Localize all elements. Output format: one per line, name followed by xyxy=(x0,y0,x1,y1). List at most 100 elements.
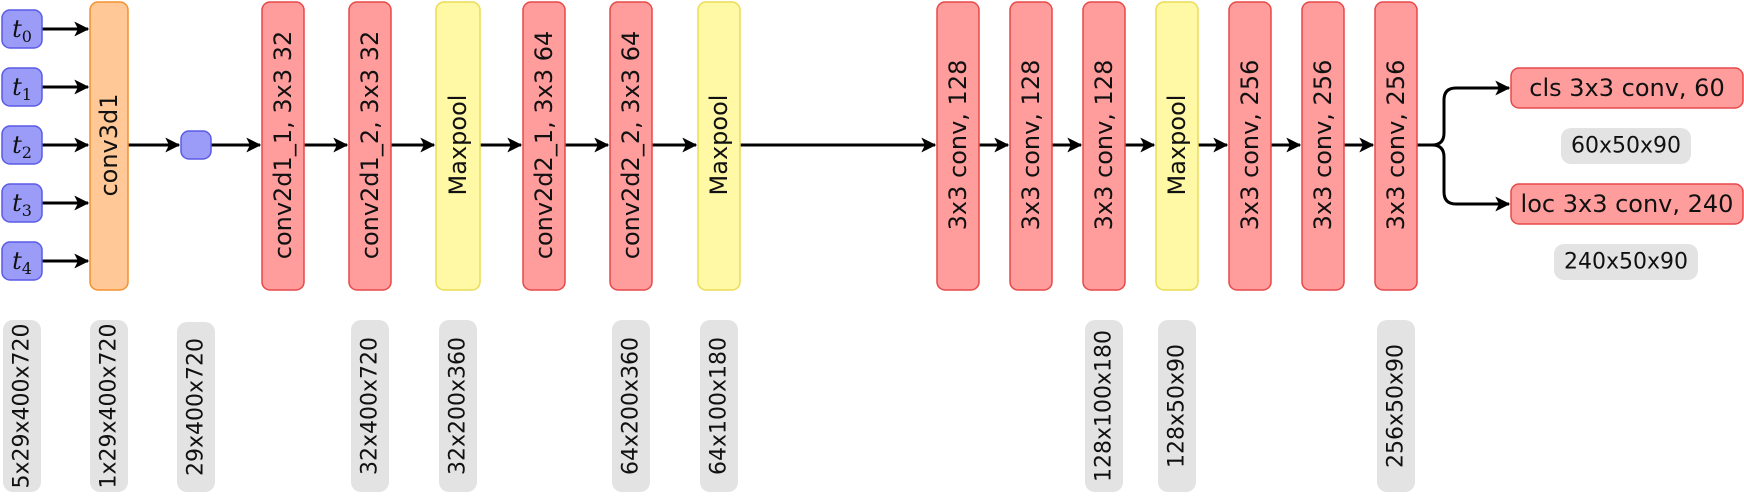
dim-label: 1x29x400x720 xyxy=(97,323,122,488)
layer-box xyxy=(1374,1,1418,291)
input-symbol: t xyxy=(12,15,22,43)
layer-label: 3x3 conv, 256 xyxy=(1236,60,1264,231)
dim-label: 256x50x90 xyxy=(1384,344,1409,468)
arrow-to-cls-head xyxy=(1417,80,1511,147)
dim-badge xyxy=(1554,244,1698,280)
input-symbol: t xyxy=(12,73,22,101)
layer-box xyxy=(1009,1,1053,291)
dim-conv3d: 1x29x400x720 xyxy=(90,320,128,492)
dim-badge xyxy=(3,320,41,492)
layer-box xyxy=(435,1,481,291)
head-dim-loc: 240x50x90 xyxy=(1554,244,1698,280)
layer-conv-256-c: 3x3 conv, 256 xyxy=(1374,1,1418,291)
input-subscript: 0 xyxy=(22,27,32,46)
layer-label: 3x3 conv, 128 xyxy=(1090,60,1118,231)
dim-input: 5x29x400x720 xyxy=(3,320,41,492)
layer-conv-128-c: 3x3 conv, 128 xyxy=(1082,1,1126,291)
head-loc: loc 3x3 conv, 240 xyxy=(1510,183,1744,225)
dim-conv-256-c: 256x50x90 xyxy=(1377,320,1415,492)
layer-label: conv2d2_1, 3x3 64 xyxy=(530,31,558,260)
layer-box xyxy=(1301,1,1345,291)
layer-conv-128-a: 3x3 conv, 128 xyxy=(936,1,980,291)
conv3d1-block: conv3d1 xyxy=(89,1,129,291)
input-node-t2: t2 xyxy=(1,125,43,165)
dim-label: 60x50x90 xyxy=(1571,134,1681,159)
layer-conv2d1-2: conv2d1_2, 3x3 32 xyxy=(348,1,392,291)
dim-squeeze: 29x400x720 xyxy=(177,322,215,492)
input-node-t3: t3 xyxy=(1,183,43,223)
dim-badge xyxy=(177,322,215,492)
layer-box xyxy=(261,1,305,291)
dim-label: 32x400x720 xyxy=(358,337,383,475)
layer-label: Maxpool xyxy=(705,95,733,196)
input-box xyxy=(1,183,43,223)
dim-label: 32x200x360 xyxy=(446,337,471,475)
layer-conv-256-b: 3x3 conv, 256 xyxy=(1301,1,1345,291)
input-label: t4 xyxy=(12,247,32,278)
dim-badge xyxy=(1561,128,1691,164)
layer-label: 3x3 conv, 256 xyxy=(1382,60,1410,231)
dim-maxpool-1: 32x200x360 xyxy=(439,320,477,492)
layer-label: Maxpool xyxy=(444,95,472,196)
layer-maxpool-3: Maxpool xyxy=(1155,1,1199,291)
input-subscript: 1 xyxy=(22,85,32,104)
conv3d1-label: conv3d1 xyxy=(95,93,123,196)
input-node-t4: t4 xyxy=(1,241,43,281)
layer-label: 3x3 conv, 256 xyxy=(1309,60,1337,231)
layer-label: 3x3 conv, 128 xyxy=(1017,60,1045,231)
layer-label: conv2d1_2, 3x3 32 xyxy=(356,31,384,260)
head-box xyxy=(1510,67,1744,109)
layer-conv2d2-2: conv2d2_2, 3x3 64 xyxy=(609,1,653,291)
layer-conv-256-a: 3x3 conv, 256 xyxy=(1228,1,1272,291)
input-label: t1 xyxy=(12,73,32,104)
layer-label: 3x3 conv, 128 xyxy=(944,60,972,231)
layer-box xyxy=(1082,1,1126,291)
dim-conv-128-c: 128x100x180 xyxy=(1085,320,1123,492)
layer-box xyxy=(609,1,653,291)
input-subscript: 2 xyxy=(22,143,32,162)
dim-badge xyxy=(1158,320,1196,492)
dim-maxpool-3: 128x50x90 xyxy=(1158,320,1196,492)
dim-label: 64x200x360 xyxy=(619,337,644,475)
layer-label: Maxpool xyxy=(1163,95,1191,196)
head-box xyxy=(1510,183,1744,225)
dim-badge xyxy=(612,320,650,492)
layer-conv2d1-1: conv2d1_1, 3x3 32 xyxy=(261,1,305,291)
dim-badge xyxy=(351,320,389,492)
squeeze-box xyxy=(180,130,212,160)
layer-box xyxy=(1228,1,1272,291)
layer-maxpool-1: Maxpool xyxy=(435,1,481,291)
input-label: t0 xyxy=(12,15,32,46)
layer-conv2d2-1: conv2d2_1, 3x3 64 xyxy=(522,1,566,291)
input-box xyxy=(1,67,43,107)
dim-label: 29x400x720 xyxy=(184,338,209,476)
layer-box xyxy=(348,1,392,291)
layer-maxpool-2: Maxpool xyxy=(697,1,741,291)
input-box xyxy=(1,241,43,281)
arrow-to-loc-head xyxy=(1431,143,1511,212)
dim-badge xyxy=(1085,320,1123,492)
layer-box xyxy=(936,1,980,291)
head-dim-cls: 60x50x90 xyxy=(1561,128,1691,164)
layer-label: conv2d2_2, 3x3 64 xyxy=(617,31,645,260)
input-node-t1: t1 xyxy=(1,67,43,107)
input-symbol: t xyxy=(12,189,22,217)
input-subscript: 4 xyxy=(22,259,32,278)
layer-conv-128-b: 3x3 conv, 128 xyxy=(1009,1,1053,291)
dim-label: 128x100x180 xyxy=(1092,330,1117,482)
dimension-labels: 60x50x90 240x50x90 5x29x400x720 1x29x400x72… xyxy=(3,128,1698,492)
squeeze-node xyxy=(180,130,212,160)
head-label: cls 3x3 conv, 60 xyxy=(1529,74,1724,102)
layer-label: conv2d1_1, 3x3 32 xyxy=(269,31,297,260)
input-symbol: t xyxy=(12,131,22,159)
dim-badge xyxy=(700,320,738,492)
connection-arrows xyxy=(42,21,1511,269)
layer-box xyxy=(522,1,566,291)
input-label: t2 xyxy=(12,131,32,162)
dim-badge xyxy=(1377,320,1415,492)
dim-conv2d1-2: 32x400x720 xyxy=(351,320,389,492)
input-symbol: t xyxy=(12,247,22,275)
dim-label: 240x50x90 xyxy=(1564,250,1688,275)
